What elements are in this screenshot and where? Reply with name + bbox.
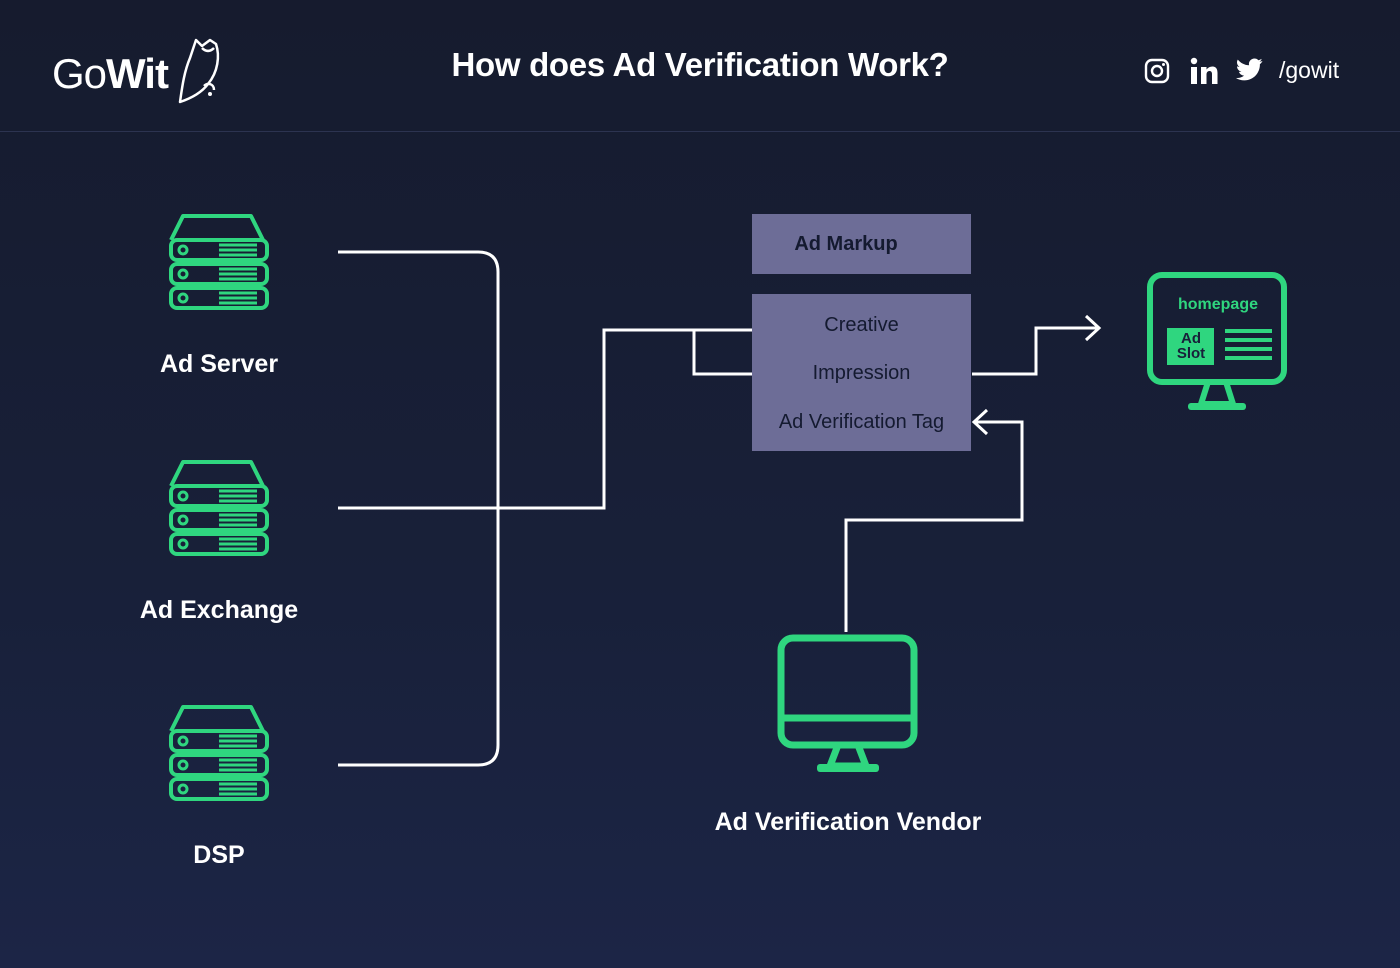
instagram-icon[interactable] [1144,58,1170,84]
impression-branch-line [692,330,776,376]
vendor-monitor-icon [777,634,918,772]
ad-slot-line2: Slot [1176,345,1206,362]
ad-server-icon [169,214,269,310]
vendor-line [844,420,1024,632]
page-title: How does Ad Verification Work? [451,46,949,83]
creative-item: Creative [824,314,899,336]
homepage-label: homepage [1177,296,1258,313]
ad-markup-contents: Creative Impression Ad Verification Tag [752,294,971,451]
arrow-tag-head [971,408,989,436]
social-handle[interactable]: /gowit [1279,57,1340,83]
ad-slot-label: Ad Slot [1167,331,1215,361]
impression-item: Impression [812,362,911,384]
ad-exchange-icon [169,460,269,556]
to-homepage-line [972,326,1098,376]
logo-text: GoWit [52,50,169,98]
ad-server-label: Ad Server [159,350,279,378]
linkedin-icon[interactable] [1190,57,1218,85]
homepage-monitor-icon [1147,272,1287,410]
logo-text-wit: Wit [106,50,169,97]
ad-slot-line1: Ad [1181,330,1201,347]
arrow-homepage-head [1084,314,1102,342]
ad-markup-box: Ad Markup [752,214,971,274]
ad-exchange-line [338,328,776,510]
vendor-label: Ad Verification Vendor [714,808,982,836]
dsp-label: DSP [193,841,245,869]
ad-exchange-label: Ad Exchange [139,596,299,624]
dsp-icon [169,705,269,801]
owl-icon [178,38,220,104]
logo-text-go: Go [52,50,107,97]
header: GoWit How does Ad Verification Work? /go… [0,0,1400,132]
verification-tag-item: Ad Verification Tag [778,411,945,433]
ad-markup-title: Ad Markup [794,233,898,255]
twitter-icon[interactable] [1235,58,1263,82]
